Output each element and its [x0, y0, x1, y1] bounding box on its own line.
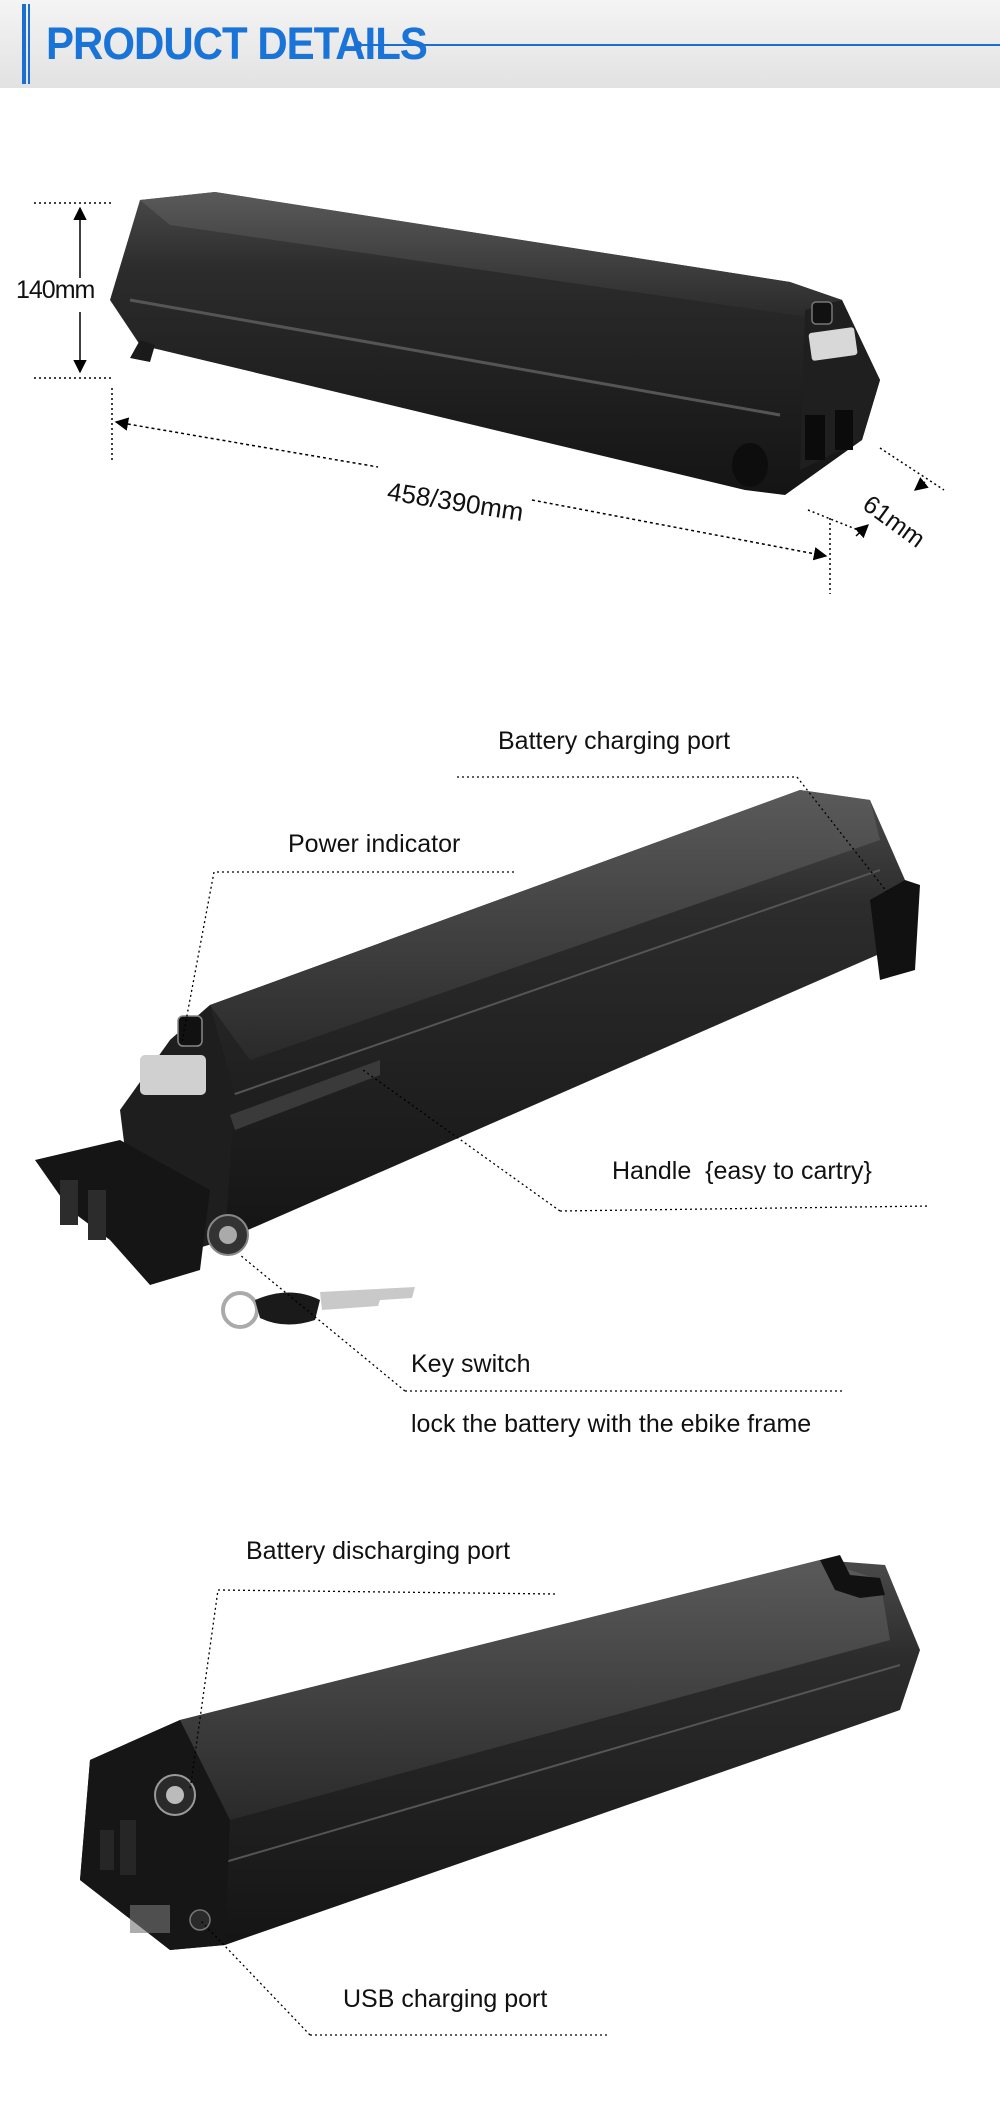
dimension-lines — [34, 202, 945, 594]
discharging-port-label: Battery discharging port — [246, 1537, 511, 1565]
handle-label: Handle {easy to cartry} — [612, 1157, 872, 1185]
key-switch-label: Key switch — [411, 1350, 531, 1378]
power-indicator-label: Power indicator — [288, 830, 461, 858]
header-accent-bar-thin — [28, 4, 30, 84]
battery-ports-view — [80, 1555, 920, 1950]
header-accent-bar — [22, 4, 26, 84]
header-dot — [354, 41, 362, 49]
height-dimension-label: 140mm — [16, 276, 95, 304]
key-switch-description: lock the battery with the ebike frame — [411, 1410, 812, 1438]
header-title: PRODUCT DETAILS — [46, 18, 428, 69]
header-rule — [362, 44, 1000, 46]
usb-port-label: USB charging port — [343, 1985, 548, 2013]
battery-dimension-view — [110, 192, 880, 495]
battery-feature-view — [35, 790, 920, 1329]
section-header: PRODUCT DETAILS — [0, 0, 1000, 88]
charging-port-label: Battery charging port — [498, 727, 731, 755]
callout-lines — [181, 776, 931, 2036]
